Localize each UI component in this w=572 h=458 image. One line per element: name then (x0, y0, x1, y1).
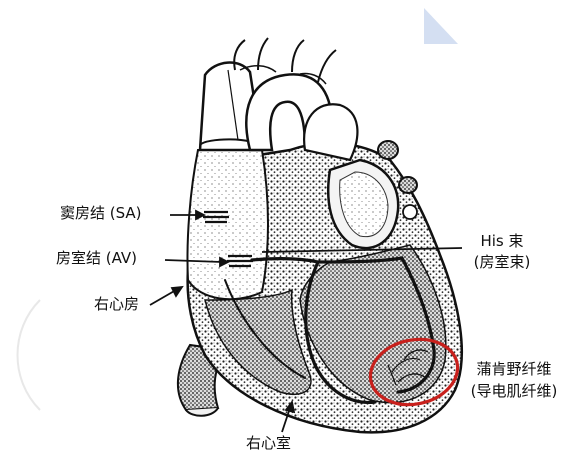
label-right-atrium: 右心房 (94, 297, 139, 312)
decorative-arc (18, 300, 41, 410)
corner-triangle-shape (424, 8, 458, 44)
right-atrium-shape (187, 150, 268, 299)
label-av-node: 房室结 (AV) (56, 251, 137, 266)
label-sa-node: 窦房结 (SA) (60, 206, 142, 221)
label-purkinje-fibers-sub: (导电肌纤维) (456, 384, 572, 399)
pulmonary-trunk (304, 104, 357, 160)
label-his-bundle-sub: (房室束) (462, 255, 542, 270)
label-purkinje-fibers: 蒲肯野纤维 (462, 362, 566, 377)
label-his-bundle: His 束 (462, 234, 542, 249)
label-right-ventricle: 右心室 (246, 436, 291, 451)
